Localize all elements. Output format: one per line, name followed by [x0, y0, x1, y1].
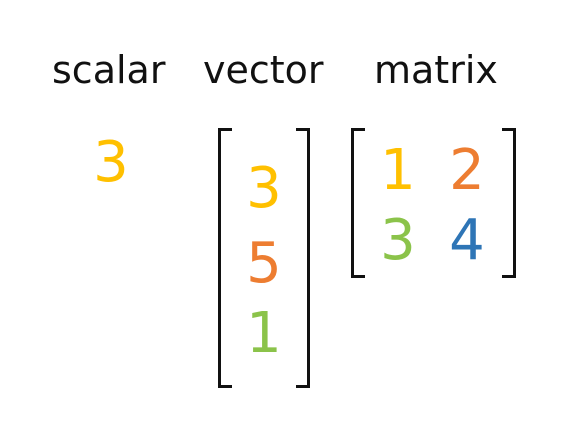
scalar-value: 3 — [93, 130, 129, 195]
matrix-entry: 4 — [449, 208, 485, 273]
matrix-right-bracket — [502, 128, 516, 278]
matrix-entry: 3 — [380, 208, 416, 273]
vector-heading: vector — [203, 48, 324, 92]
vector-left-bracket — [218, 128, 232, 388]
matrix-heading: matrix — [374, 48, 498, 92]
matrix-entry: 1 — [380, 138, 416, 203]
vector-right-bracket — [296, 128, 310, 388]
matrix-entry: 2 — [449, 138, 485, 203]
scalar-heading: scalar — [52, 48, 166, 92]
vector-entry: 3 — [246, 156, 282, 221]
vector-entry: 5 — [246, 231, 282, 296]
matrix-left-bracket — [351, 128, 365, 278]
vector-entry: 1 — [246, 301, 282, 366]
